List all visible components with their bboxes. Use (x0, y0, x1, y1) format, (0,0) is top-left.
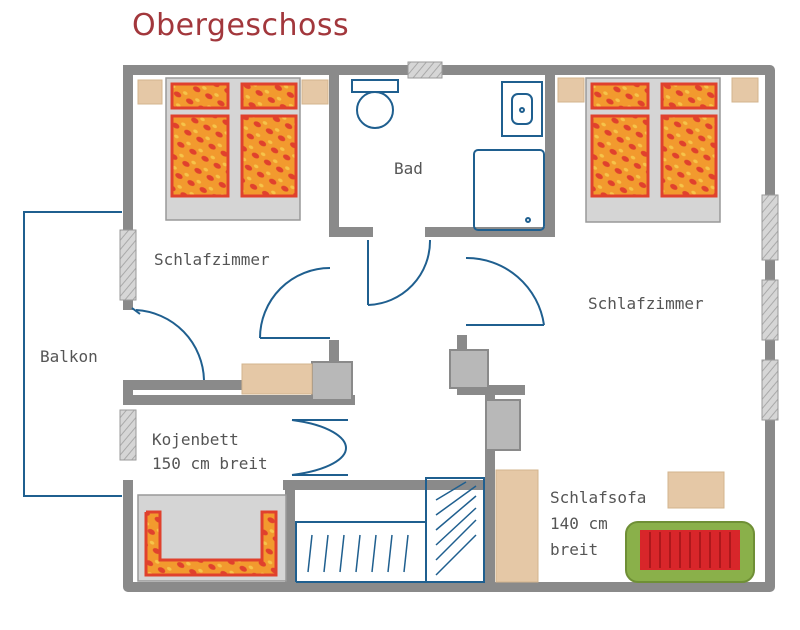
room-label-bedroom-right: Schlafzimmer (588, 294, 704, 313)
room-label-bedroom-left: Schlafzimmer (154, 250, 270, 269)
room-label-bath: Bad (394, 159, 423, 178)
page-title: Obergeschoss (132, 8, 350, 43)
furniture-wood (137, 77, 759, 583)
double-bed-right (585, 77, 721, 223)
balcony (23, 211, 122, 497)
room-label-bunk-bed-2: 150 cm breit (152, 454, 268, 473)
room-label-balcony: Balkon (40, 347, 98, 366)
sofa-bed (625, 521, 755, 583)
room-label-sofa-bed-1: Schlafsofa (550, 488, 647, 507)
doors (131, 239, 545, 476)
windows (119, 61, 779, 461)
shower-tray-icon (473, 149, 545, 231)
room-label-sofa-bed-3: breit (550, 540, 599, 559)
sink-icon (501, 81, 543, 137)
toilet-icon (351, 79, 399, 129)
room-label-bunk-bed-1: Kojenbett (152, 430, 239, 449)
columns (311, 349, 521, 451)
staircase (295, 477, 485, 583)
walls (123, 65, 775, 592)
double-bed-left (165, 77, 301, 221)
room-label-sofa-bed-2: 140 cm (550, 514, 608, 533)
bunk-bed (137, 494, 287, 582)
